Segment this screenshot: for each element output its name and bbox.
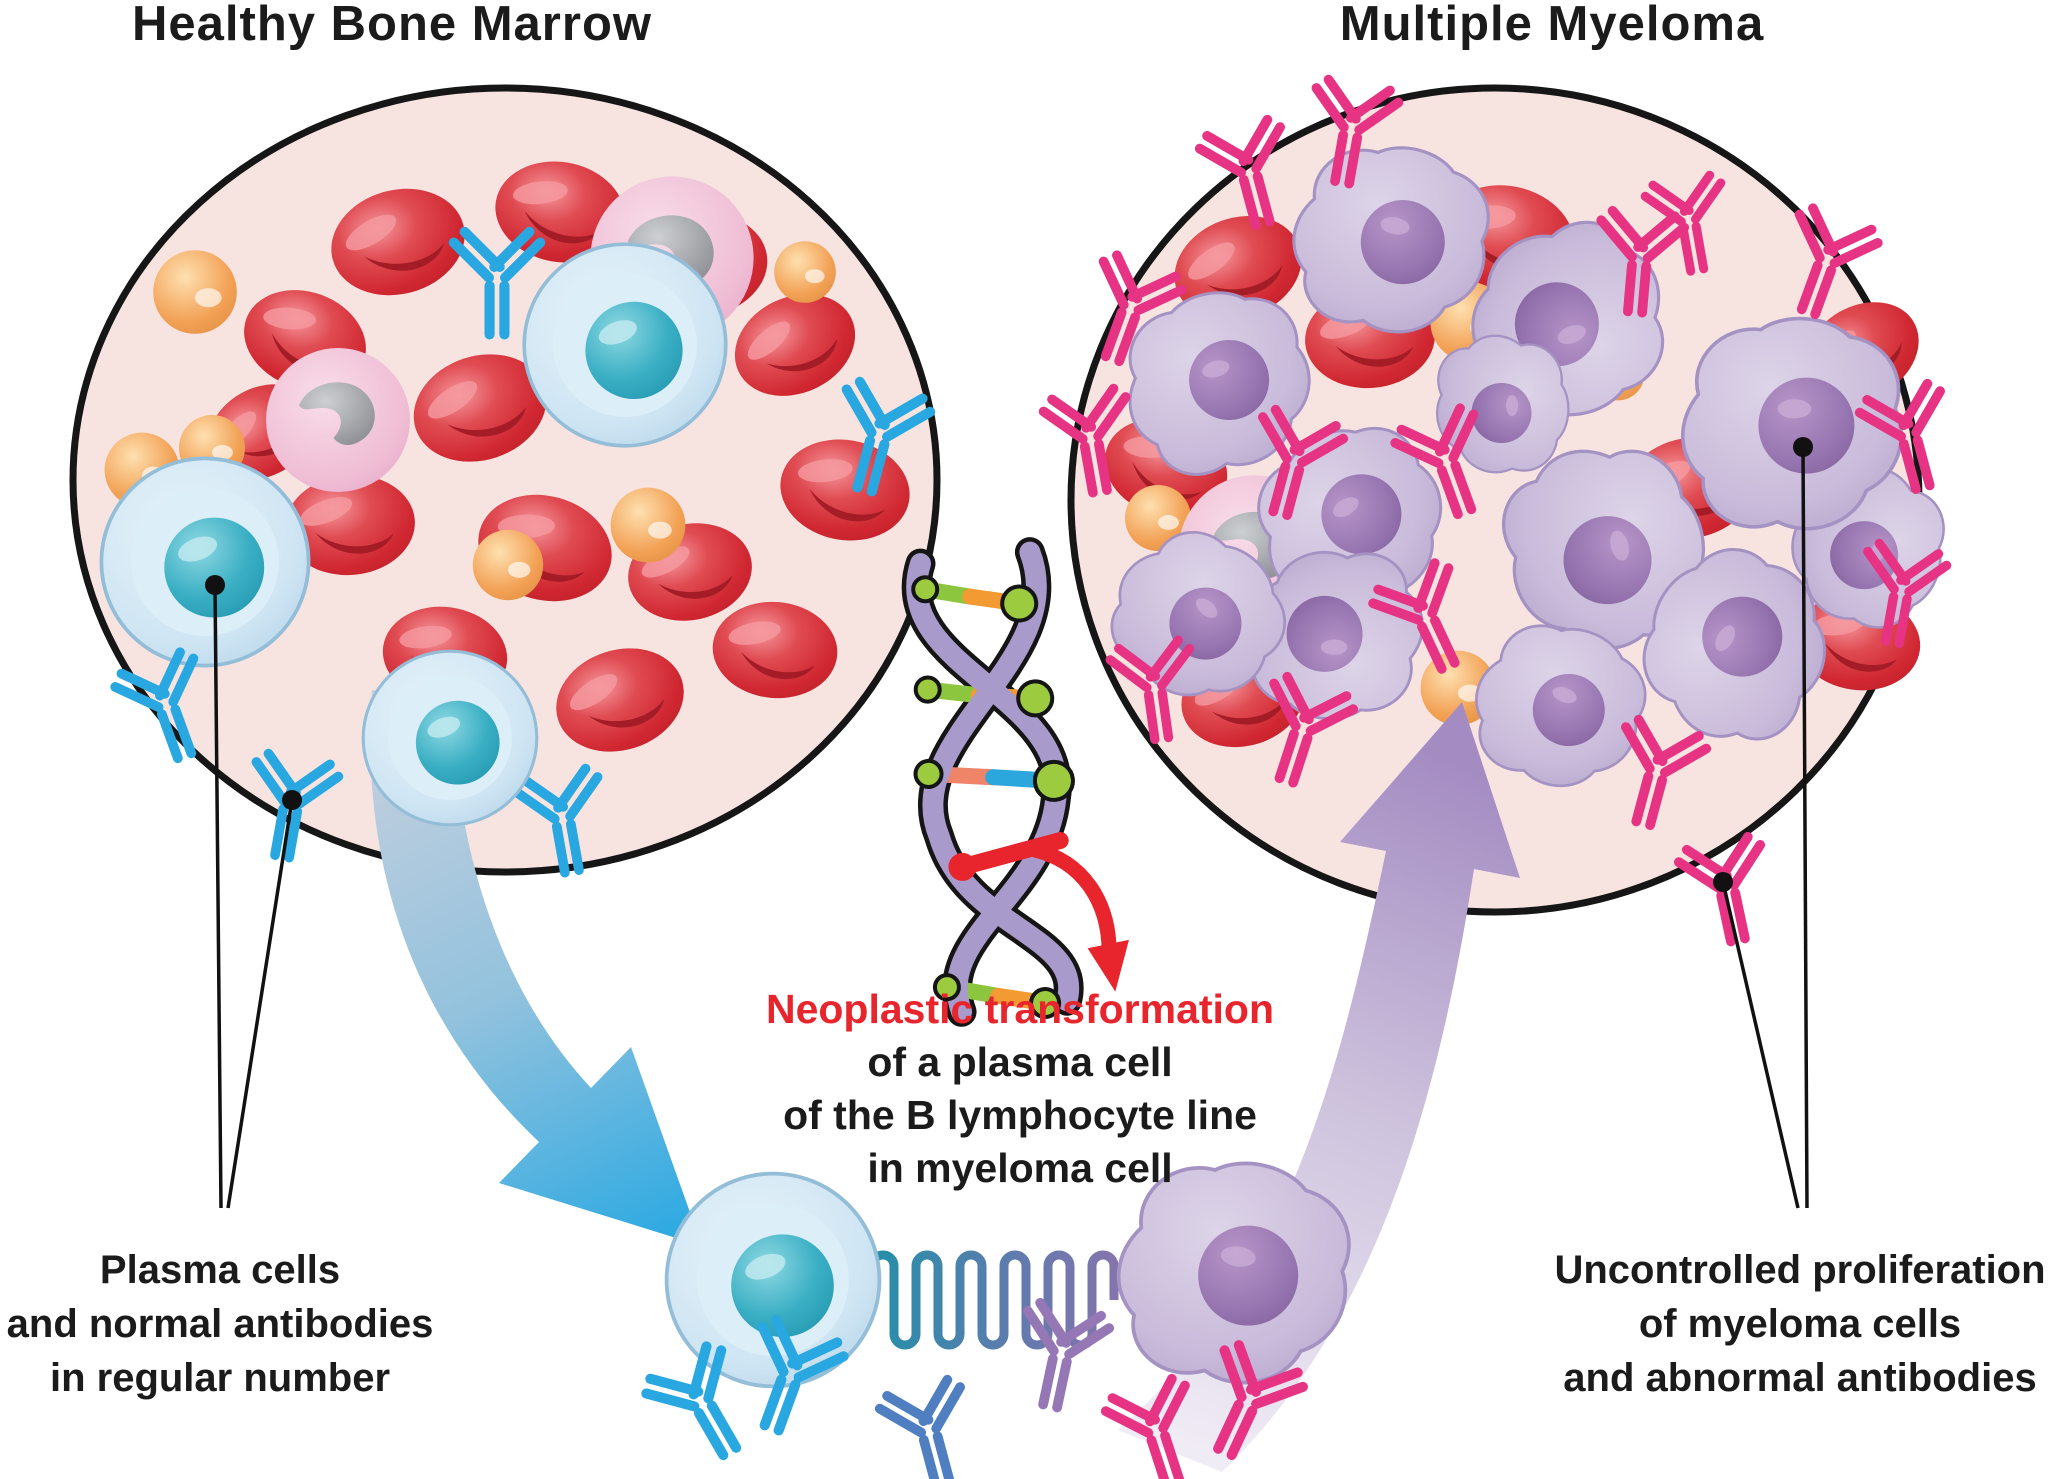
- normal-antibody-icon: [877, 1377, 983, 1479]
- transformation-arrow-blue: [370, 690, 702, 1246]
- callout-dots: [205, 437, 1813, 892]
- orange-cell: [774, 241, 836, 303]
- plasma-cell: [361, 649, 539, 827]
- callout-lines: [213, 446, 1809, 1209]
- caption-highlight: Neoplastic transformation: [765, 986, 1275, 1032]
- center-caption: Neoplastic transformation of a plasma ce…: [766, 983, 1274, 1195]
- left-panel-title: Healthy Bone Marrow: [132, 0, 652, 51]
- caption-line: of the B lymphocyte line: [783, 1092, 1257, 1138]
- neutrophil-cell: [266, 348, 410, 492]
- plasma-cell: [522, 242, 728, 448]
- mutation-arrow-red: [948, 832, 1129, 992]
- label-line: and normal antibodies: [6, 1302, 434, 1346]
- orange-cell: [472, 529, 544, 601]
- proliferation-arrow-purple: [1118, 702, 1520, 1472]
- label-line: of myeloma cells: [1638, 1302, 1962, 1346]
- orange-cell: [153, 250, 237, 334]
- label-line: in regular number: [49, 1356, 391, 1400]
- caption-line: in myeloma cell: [867, 1145, 1173, 1191]
- dna-helix-icon: [901, 537, 1129, 1027]
- plasma-cell: [99, 456, 311, 668]
- orange-cell: [610, 487, 686, 563]
- dna-node-icon: [911, 575, 1075, 1020]
- right-cell-label: Uncontrolled proliferation of myeloma ce…: [1554, 1243, 2045, 1405]
- label-line: and abnormal antibodies: [1563, 1356, 2037, 1400]
- caption-line: of a plasma cell: [867, 1039, 1173, 1085]
- abnormal-antibody-icon: [1677, 835, 1779, 949]
- left-cell-label: Plasma cells and normal antibodies in re…: [7, 1243, 434, 1405]
- label-line: Uncontrolled proliferation: [1554, 1248, 2046, 1292]
- right-panel-title: Multiple Myeloma: [1339, 0, 1765, 51]
- label-line: Plasma cells: [99, 1248, 341, 1292]
